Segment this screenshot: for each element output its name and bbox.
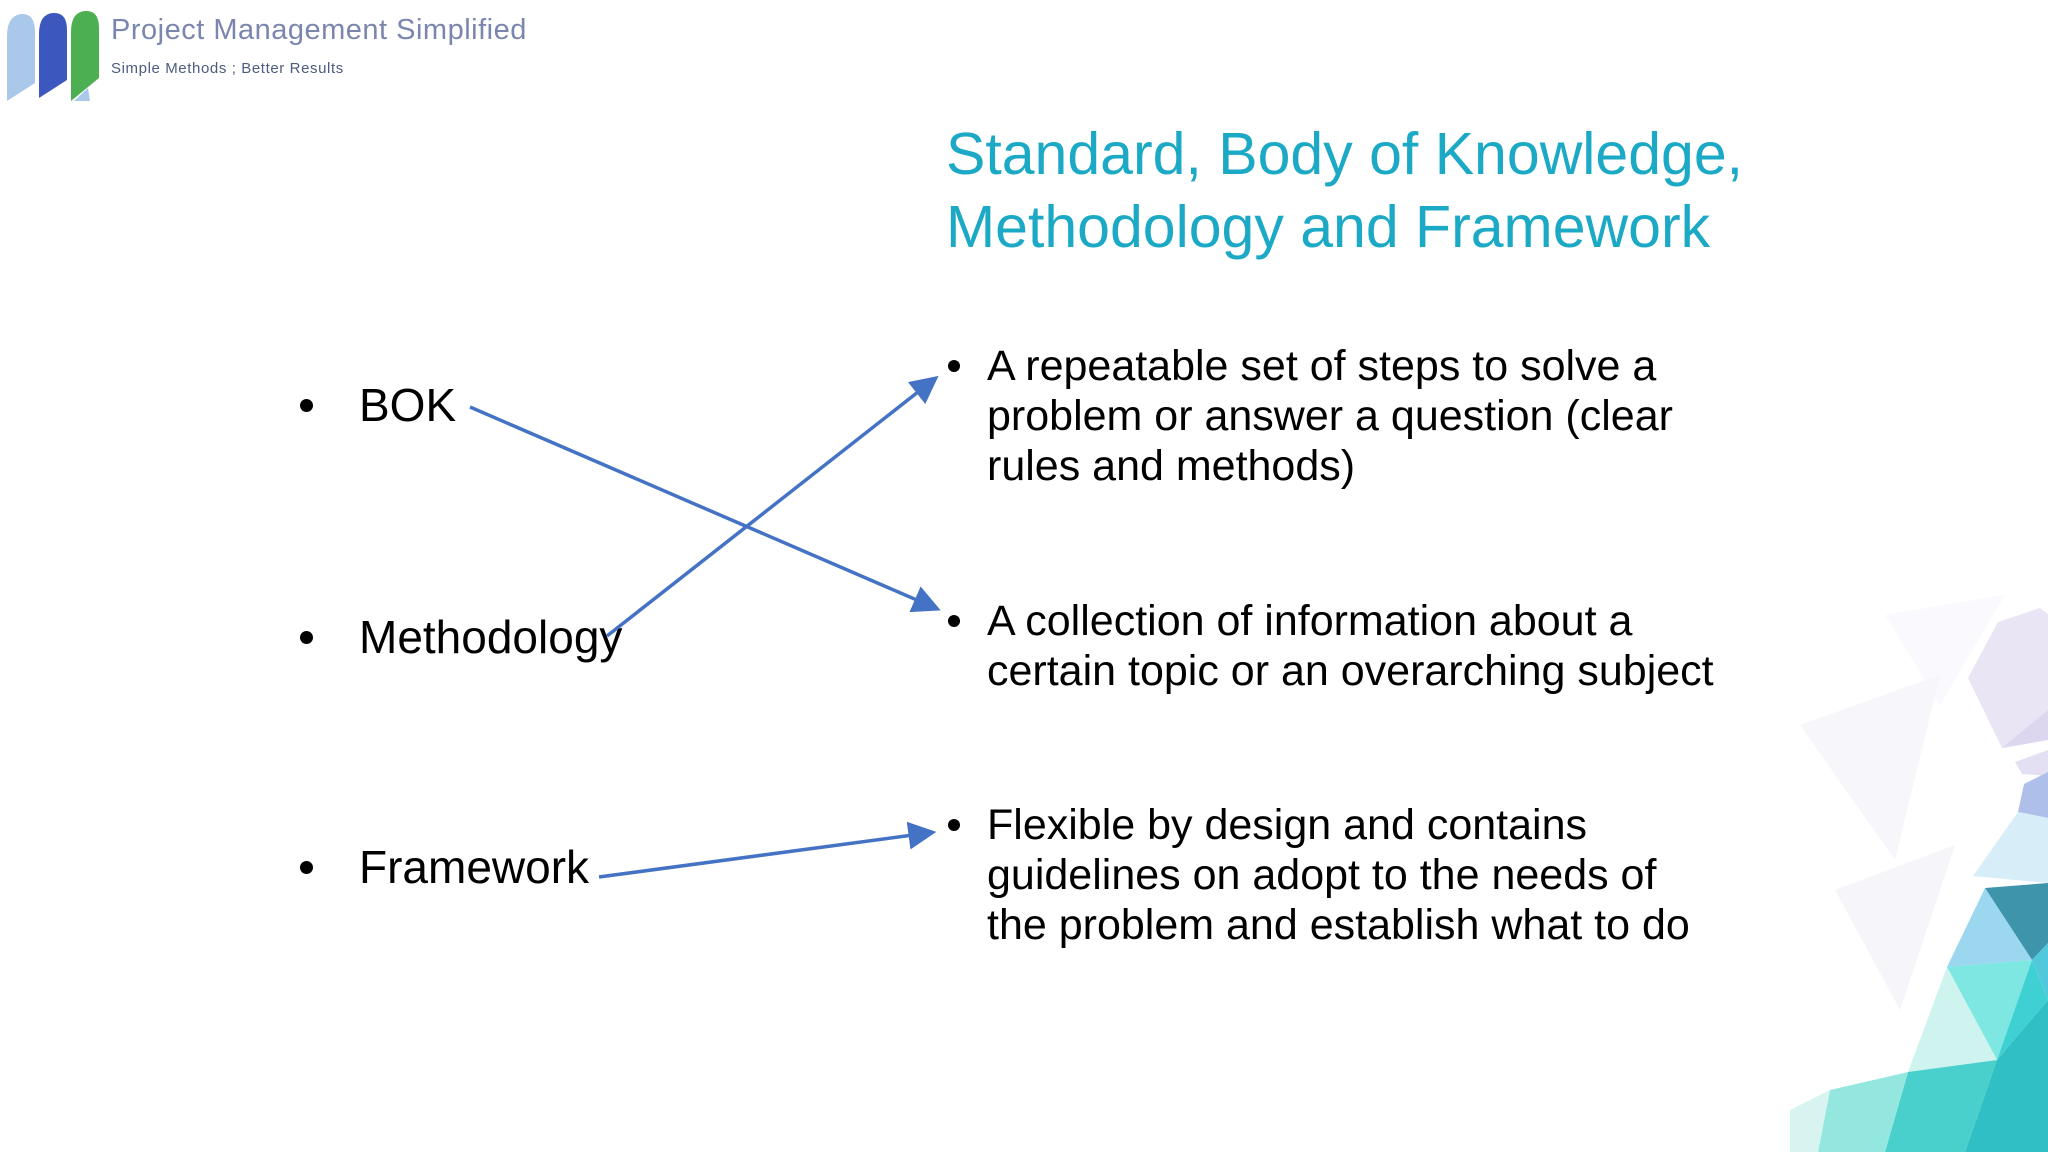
corner-decoration bbox=[1790, 595, 2048, 1152]
logo-title: Project Management Simplified bbox=[111, 14, 527, 46]
slide-title: Standard, Body of Knowledge, Methodology… bbox=[946, 121, 1744, 260]
term-item-methodology: Methodology bbox=[300, 610, 622, 664]
definition-item-bok: A collection of information about a cert… bbox=[948, 596, 1807, 696]
bullet-icon bbox=[300, 398, 313, 412]
definition-text: A collection of information about a cert… bbox=[987, 597, 1714, 695]
bullet-icon bbox=[948, 819, 960, 831]
logo-text: Project Management Simplified Simple Met… bbox=[111, 4, 527, 77]
arrow-methodology-to-repeatable bbox=[605, 375, 939, 638]
term-item-bok: BOK bbox=[300, 378, 456, 432]
three-leaf-logo-icon bbox=[7, 10, 99, 102]
term-item-framework: Framework bbox=[300, 840, 589, 894]
definition-text: A repeatable set of steps to solve a pro… bbox=[987, 342, 1673, 490]
definition-text: Flexible by design and contains guidelin… bbox=[987, 801, 1690, 949]
arrow-bok-to-collection bbox=[469, 405, 941, 613]
definition-item-framework: Flexible by design and contains guidelin… bbox=[948, 800, 1807, 950]
bullet-icon bbox=[948, 615, 960, 627]
term-label: Methodology bbox=[359, 611, 623, 663]
arrow-framework-to-flexible bbox=[598, 821, 937, 879]
term-label: BOK bbox=[359, 379, 457, 431]
bullet-icon bbox=[300, 860, 313, 874]
term-label: Framework bbox=[359, 841, 590, 893]
bullet-icon bbox=[300, 630, 313, 644]
logo: Project Management Simplified Simple Met… bbox=[6, 4, 527, 104]
bullet-icon bbox=[948, 360, 960, 372]
logo-tagline: Simple Methods ; Better Results bbox=[111, 60, 344, 77]
definition-item-methodology: A repeatable set of steps to solve a pro… bbox=[948, 341, 1807, 491]
